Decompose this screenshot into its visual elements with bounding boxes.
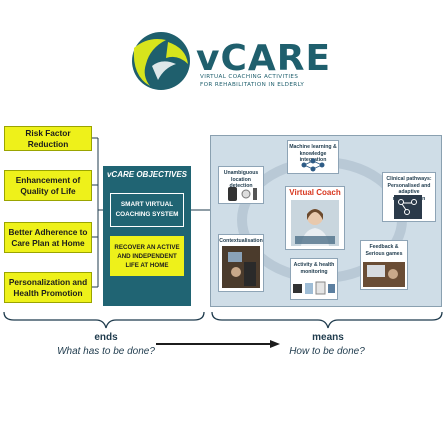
location-devices-icon (228, 187, 257, 201)
smart-system-box: SMART VIRTUAL COACHING SYSTEM (110, 193, 184, 227)
ml-network-icon (301, 158, 325, 172)
means-ml-box: Machine learning & knowledge integration (287, 140, 339, 174)
logo-tagline-line1: VIRTUAL COACHING ACTIVITIES (200, 74, 299, 80)
means-location-label: Unambiguous location detection (223, 170, 259, 189)
logo-tagline: VIRTUAL COACHING ACTIVITIES FOR REHABILI… (200, 74, 340, 89)
home-context-photo-icon (222, 246, 260, 288)
vcare-logo-icon (132, 32, 190, 90)
ends-box-personalization: Personalization and Health Promotion (4, 272, 92, 303)
means-feedback-label: Feedback & Serious games (365, 244, 403, 257)
means-label: means (312, 332, 344, 343)
means-activity-label: Activity & health monitoring (293, 262, 335, 275)
ends-box-risk-factor: Risk Factor Reduction (4, 126, 92, 151)
virtual-coach-title: Virtual Coach (289, 188, 341, 197)
ends-question: What has to be done? (57, 346, 155, 357)
objectives-title: vCARE OBJECTIVES (106, 170, 188, 179)
serious-games-photo-icon (363, 262, 405, 287)
activity-monitor-icons (293, 281, 335, 295)
virtual-coach-avatar-icon (291, 200, 339, 246)
clinical-pathway-icon (394, 195, 422, 219)
logo-tagline-line2: FOR REHABILITATION IN ELDERLY (200, 81, 305, 88)
ends-label: ends (94, 332, 118, 343)
ends-box-quality-of-life: Enhancement of Quality of Life (4, 170, 92, 201)
ends-box-adherence: Better Adherence to Care Plan at Home (4, 222, 92, 253)
means-question: How to be done? (289, 346, 365, 357)
logo-wordmark: vCARE (196, 38, 332, 79)
recover-box: RECOVER AN ACTIVE AND INDEPENDENT LIFE A… (110, 236, 184, 276)
means-context-label: Contextualisation (219, 238, 263, 244)
